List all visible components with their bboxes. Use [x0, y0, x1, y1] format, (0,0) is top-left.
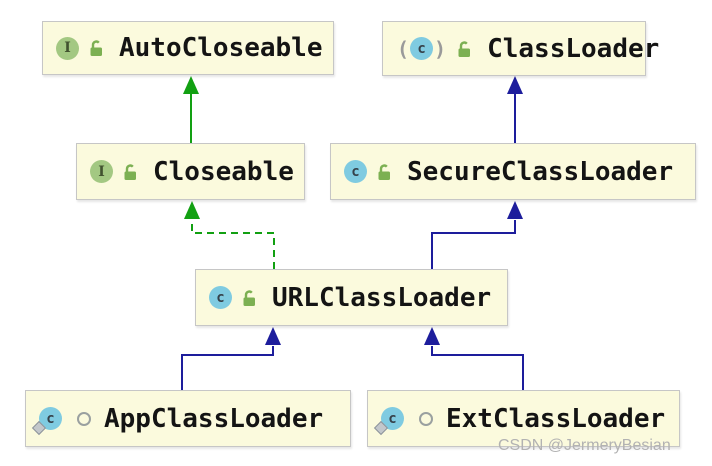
edge-appclassloader-extends-urlclassloader: [181, 327, 281, 390]
interface-icon: I: [56, 36, 79, 60]
class-icon: c: [381, 407, 404, 430]
class-node-secureclassloader[interactable]: c SecureClassLoader: [330, 143, 696, 200]
class-name: SecureClassLoader: [407, 156, 674, 187]
class-name: AutoCloseable: [119, 33, 323, 63]
class-node-autocloseable[interactable]: I AutoCloseable: [42, 21, 334, 75]
class-node-closeable[interactable]: I Closeable: [76, 143, 305, 200]
class-name: ExtClassLoader: [446, 403, 666, 434]
abstract-paren-open: (: [397, 36, 410, 61]
public-open-lock-icon: [90, 40, 102, 56]
abstract-paren-close: ): [434, 36, 447, 61]
watermark-text: CSDN @JermeryBesian: [498, 437, 671, 454]
interface-icon: I: [90, 160, 113, 183]
edge-extclassloader-extends-urlclassloader: [424, 327, 524, 390]
public-open-lock-icon: [243, 289, 255, 306]
edge-urlclassloader-implements-closeable: [184, 201, 275, 269]
class-name: URLClassLoader: [272, 282, 492, 313]
nested-class-icon: c: [31, 407, 62, 436]
public-open-lock-icon: [378, 163, 390, 180]
class-node-extclassloader[interactable]: c ExtClassLoader: [367, 390, 680, 447]
package-private-icon: [419, 411, 433, 426]
class-icon: c: [209, 286, 232, 309]
class-node-urlclassloader[interactable]: c URLClassLoader: [195, 269, 508, 326]
class-node-classloader[interactable]: ( c ) ClassLoader: [382, 21, 659, 76]
class-name: AppClassLoader: [104, 403, 324, 434]
class-name: ClassLoader: [487, 33, 660, 64]
nested-class-icon: c: [373, 407, 404, 436]
class-icon: c: [344, 160, 367, 183]
edge-secureclassloader-extends-classloader: [507, 76, 523, 143]
class-node-appclassloader[interactable]: c AppClassLoader: [25, 390, 351, 447]
edge-closeable-extends-autocloseable: [183, 76, 199, 143]
package-private-icon: [77, 411, 91, 426]
class-icon: c: [39, 407, 62, 430]
class-name: Closeable: [153, 156, 294, 187]
abstract-class-icon: c: [410, 37, 434, 60]
edge-urlclassloader-extends-secureclassloader: [431, 201, 523, 269]
public-open-lock-icon: [458, 40, 471, 57]
public-open-lock-icon: [124, 163, 136, 180]
